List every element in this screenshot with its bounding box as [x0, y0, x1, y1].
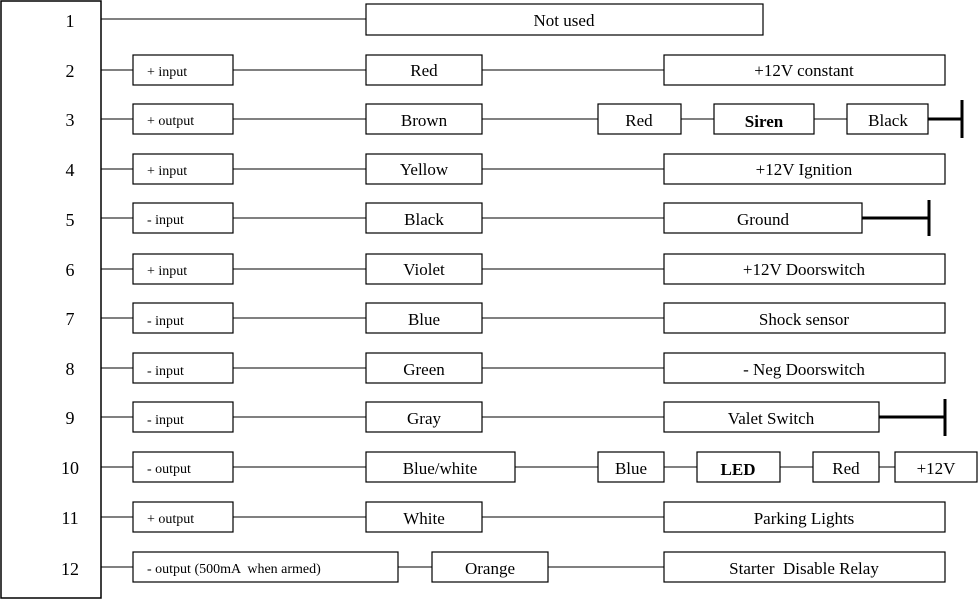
function-box — [132, 352, 234, 384]
function-box — [132, 103, 234, 135]
wire-color-label: White — [403, 509, 445, 528]
supply-12v-label: +12V — [917, 459, 957, 478]
function-box — [132, 551, 399, 583]
led-positive-box — [812, 451, 880, 483]
wire-color-label: Violet — [403, 260, 445, 279]
wire-color-label: Brown — [401, 111, 448, 130]
function-box — [132, 302, 234, 334]
wire-color-box — [365, 103, 483, 135]
destination-label: Not used — [534, 11, 595, 30]
destination-label: +12V constant — [754, 61, 854, 80]
function-box — [132, 253, 234, 285]
wire-color-box — [365, 54, 483, 86]
destination-box — [663, 302, 946, 334]
function-label: - input — [147, 413, 184, 428]
function-label: - output (500mA when armed) — [147, 562, 321, 577]
destination-box — [663, 253, 946, 285]
pin-number-12: 12 — [61, 559, 79, 579]
function-box — [132, 451, 234, 483]
wire-color-label: Blue — [408, 310, 440, 329]
destination-label: - Neg Doorswitch — [743, 360, 865, 379]
wire-color-box — [365, 202, 483, 234]
supply-12v-box — [894, 451, 978, 483]
destination-label: +12V Doorswitch — [743, 260, 866, 279]
pin-number-7: 7 — [66, 309, 75, 329]
siren-positive-box — [597, 103, 682, 135]
destination-box — [663, 352, 946, 384]
destination-box — [663, 501, 946, 533]
pin-number-8: 8 — [66, 359, 75, 379]
wire-color-box — [365, 501, 483, 533]
function-box — [132, 202, 234, 234]
led-box — [696, 451, 781, 483]
siren-negative-label: Black — [868, 111, 908, 130]
siren-label: Siren — [745, 112, 784, 131]
wire-color-box — [365, 451, 516, 483]
wire-color-label: Red — [410, 61, 438, 80]
wire-color-box — [365, 253, 483, 285]
function-label: - input — [147, 314, 184, 329]
wire-color-label: Yellow — [400, 160, 449, 179]
pin-number-2: 2 — [66, 61, 75, 81]
function-label: - output — [147, 462, 191, 477]
destination-box — [663, 54, 946, 86]
led-negative-box — [597, 451, 665, 483]
pin-number-11: 11 — [61, 508, 78, 528]
wire-color-box — [365, 302, 483, 334]
function-label: + output — [147, 512, 194, 527]
function-box — [132, 54, 234, 86]
led-label: LED — [721, 460, 756, 479]
pin-number-10: 10 — [61, 458, 79, 478]
function-label: - input — [147, 213, 184, 228]
destination-label: Starter Disable Relay — [729, 559, 879, 578]
function-label: - input — [147, 364, 184, 379]
pin-number-3: 3 — [66, 110, 75, 130]
destination-label: +12V Ignition — [756, 160, 853, 179]
destination-label: Parking Lights — [754, 509, 855, 528]
destination-box — [663, 153, 946, 185]
destination-label: Shock sensor — [759, 310, 850, 329]
destination-box — [365, 3, 764, 36]
wire-color-box — [365, 401, 483, 433]
wire-color-box — [365, 352, 483, 384]
function-label: + input — [147, 164, 187, 179]
pin-number-6: 6 — [66, 260, 75, 280]
wire-color-box — [431, 551, 549, 583]
function-box — [132, 401, 234, 433]
led-positive-label: Red — [832, 459, 860, 478]
pin-number-4: 4 — [66, 160, 75, 180]
function-box — [132, 153, 234, 185]
function-label: + output — [147, 114, 194, 129]
led-negative-label: Blue — [615, 459, 647, 478]
wire-color-label: Green — [403, 360, 445, 379]
connector-block — [0, 0, 102, 599]
wire-color-label: Blue/white — [403, 459, 478, 478]
pin-number-1: 1 — [66, 11, 75, 31]
pin-number-5: 5 — [66, 210, 75, 230]
destination-box — [663, 551, 946, 583]
wire-color-label: Orange — [465, 559, 515, 578]
function-label: + input — [147, 264, 187, 279]
wire-color-box — [365, 153, 483, 185]
siren-positive-label: Red — [625, 111, 653, 130]
destination-label: Ground — [737, 210, 789, 229]
siren-negative-box — [846, 103, 929, 135]
destination-label: Valet Switch — [728, 409, 815, 428]
siren-box — [713, 103, 815, 135]
pin-number-9: 9 — [66, 408, 75, 428]
function-label: + input — [147, 65, 187, 80]
function-box — [132, 501, 234, 533]
wire-color-label: Gray — [407, 409, 441, 428]
wire-color-label: Black — [404, 210, 444, 229]
